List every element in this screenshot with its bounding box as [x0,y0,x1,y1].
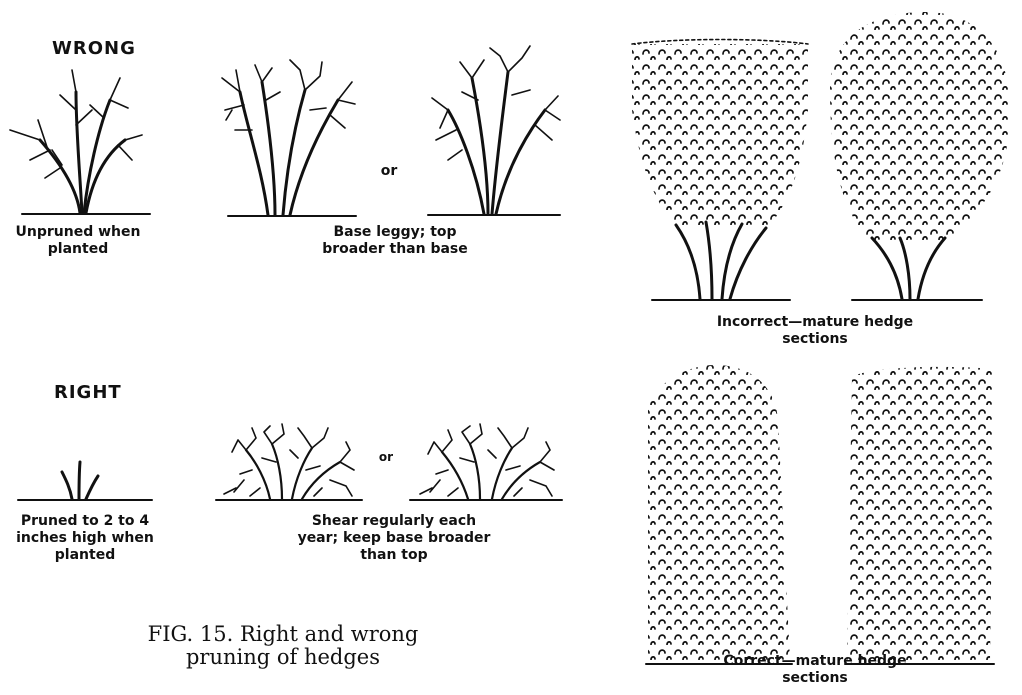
sheared-shrub-a [216,424,362,500]
leggy-shrub-b [428,46,560,215]
correct-hedge-rounded-top [640,355,800,665]
sheared-shrub-b [410,424,562,500]
incorrect-hedge-flat-top [620,30,820,300]
unpruned-shrub [10,70,150,214]
pruned-stubs [18,462,152,500]
correct-hedge-flat-top [840,360,1000,665]
leggy-shrub-a [222,60,356,216]
incorrect-hedge-rounded [820,5,1020,300]
